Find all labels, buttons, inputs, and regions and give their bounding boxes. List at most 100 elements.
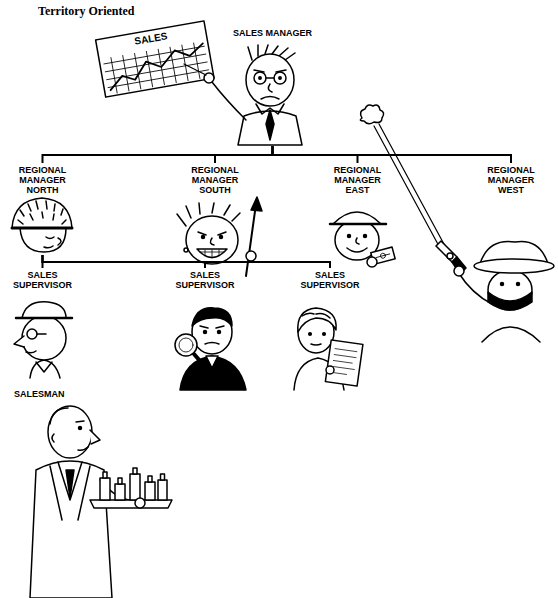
regional-east-figure-part [330, 223, 386, 226]
regional-north-figure [12, 198, 72, 252]
supervisor-two-figure-part [179, 338, 193, 352]
supervisor-two-figure-part [218, 331, 221, 334]
supervisor-one-figure-part [37, 333, 46, 335]
salesman-figure-part [66, 470, 74, 498]
connector-line [43, 255, 331, 268]
regional-north-figure-part [44, 246, 53, 248]
regional-west-figure-part [501, 283, 504, 286]
regional-west-figure-part [488, 292, 532, 310]
supervisor-two-figure-part [206, 356, 218, 368]
salesman-figure-part [135, 498, 145, 508]
salesman-figure-part [145, 482, 155, 500]
regional-south-figure-part [186, 216, 238, 264]
supervisor-two-figure-part [204, 331, 207, 334]
supervisor-two-figure-part [205, 343, 219, 345]
sales-manager-figure-part [266, 110, 274, 140]
regional-west-figure [436, 241, 554, 342]
regional-west-figure-part [517, 283, 520, 286]
salesman-node: SALESMAN [10, 387, 100, 403]
salesman-figure-part [100, 478, 110, 500]
connector-line [273, 146, 512, 163]
regional-west-figure-part [488, 270, 532, 310]
supervisor-three-figure-part [302, 313, 330, 318]
salesman-figure-part [78, 447, 88, 450]
supervisor-three-figure-part-part [325, 340, 363, 386]
node-label: REGIONAL MANAGER WEST [483, 165, 539, 195]
regional-north-figure-part [58, 238, 61, 245]
node-label: SALESMAN [14, 389, 98, 399]
supervisor-three-figure-part [323, 333, 326, 336]
bullet-trail-part [374, 124, 445, 248]
sales-manager-figure-part [254, 70, 286, 72]
regional-east-figure-part-part [380, 253, 386, 259]
salesman-figure-part [50, 408, 68, 424]
regional-south-figure-part [198, 232, 226, 235]
salesman-figure-part [148, 476, 152, 482]
supervisor-node: SALES SUPERVISOR [292, 268, 368, 392]
regional-east-figure-part [356, 238, 359, 244]
sales-chart [96, 21, 214, 97]
salesman-figure-part [161, 474, 165, 480]
supervisor-one-figure-part [36, 362, 52, 372]
supervisor-one-figure-part [22, 316, 66, 360]
regional-east-figure-part-part [376, 254, 390, 258]
regional-south-figure-part [251, 197, 262, 211]
supervisor-two-figure-part [200, 326, 224, 328]
salesman-figure-part [50, 466, 90, 520]
regional-east-figure-part [333, 212, 381, 224]
salesman-figure-part [30, 461, 112, 598]
sales-manager-figure-part [274, 72, 286, 84]
regional-node: REGIONAL MANAGER WEST [475, 163, 547, 345]
sales-manager-figure [184, 45, 302, 145]
bullet-trail [374, 124, 445, 248]
regional-south-figure-part [202, 236, 205, 239]
regional-south-figure-part [197, 249, 227, 258]
regional-east-figure-part [347, 248, 367, 252]
regional-west-figure-part [482, 327, 540, 342]
supervisor-one-figure-part [14, 336, 24, 347]
sales-manager-figure-part [259, 77, 261, 79]
supervisor-one-figure-part [27, 329, 37, 339]
supervisor-two-figure-part [180, 356, 246, 390]
sales-chart-part [105, 43, 208, 90]
regional-east-figure-part [367, 257, 377, 267]
connector-line [215, 146, 273, 163]
supervisor-three-figure-part [309, 333, 312, 336]
supervisor-two-figure-part [192, 308, 232, 326]
regional-west-figure-part [436, 241, 457, 262]
regional-east-figure-part [348, 235, 351, 238]
sales-manager-figure-part [184, 64, 206, 75]
connector-line [43, 146, 273, 163]
node-label: REGIONAL MANAGER NORTH [15, 165, 71, 195]
salesman-figure-part [90, 500, 172, 508]
supervisor-one-figure [14, 302, 72, 378]
node-label: SALES SUPERVISOR [10, 270, 76, 290]
salesman-figure-part [48, 406, 92, 458]
sales-manager-figure-part [266, 77, 274, 79]
regional-north-figure-part [12, 198, 72, 228]
salesman-figure-part [133, 468, 137, 474]
node-label: REGIONAL MANAGER SOUTH [187, 165, 243, 195]
smoke-puff [360, 105, 383, 124]
regional-east-figure [330, 212, 395, 267]
salesman-figure-part [130, 474, 140, 500]
smoke-puff-part [360, 105, 383, 124]
salesman-figure-part [52, 434, 54, 442]
node-label: SALES SUPERVISOR [172, 270, 238, 290]
supervisor-two-figure [175, 308, 246, 390]
sales-manager-figure-part [238, 111, 302, 145]
salesman-figure-part [90, 430, 100, 444]
sales-manager-figure-part [246, 54, 294, 106]
supervisor-three-figure-part [326, 366, 334, 374]
salesman-figure [30, 406, 172, 598]
regional-south-figure-part [246, 251, 256, 261]
sales-manager-figure-part [261, 97, 279, 100]
supervisor-node: SALES SUPERVISOR [160, 268, 250, 392]
diagram-title: Territory Oriented [38, 4, 135, 18]
node-label: REGIONAL MANAGER EAST [330, 165, 386, 195]
salesman-figure-part [103, 472, 107, 478]
regional-south-figure [177, 197, 262, 276]
